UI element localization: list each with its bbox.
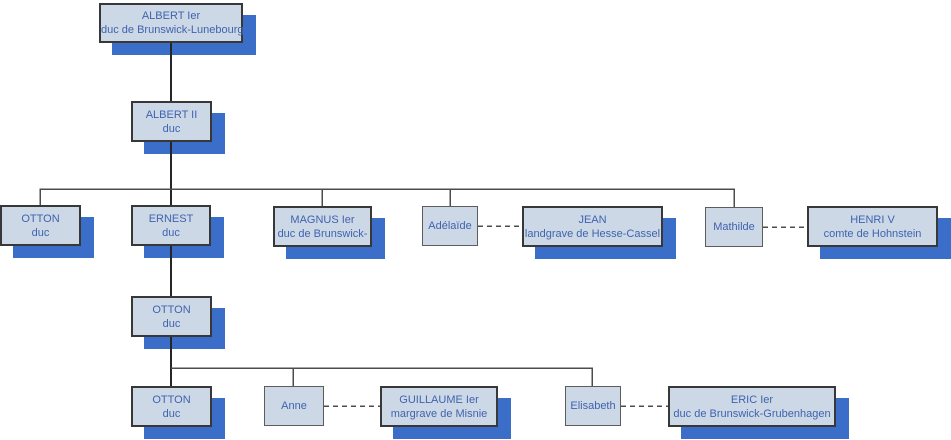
person-title: duc (162, 317, 181, 330)
person-name: OTTON (152, 393, 191, 406)
person-name: ERNEST (148, 212, 194, 225)
person-name: Mathilde (713, 221, 755, 233)
person-name: Elisabeth (570, 400, 616, 412)
person-name: Adélaïde (428, 220, 472, 232)
person-title: margrave de Misnie (390, 407, 488, 420)
person-name: ERIC Ier (730, 393, 774, 406)
node-elisabeth[interactable]: Elisabeth (565, 386, 621, 426)
person-title: duc (162, 122, 181, 135)
person-title: landgrave de Hesse-Cassel (524, 227, 661, 240)
person-title: comte de Hohnstein (823, 227, 922, 240)
person-name: OTTON (152, 303, 191, 316)
person-name: ALBERT II (145, 108, 198, 121)
node-albert-ier[interactable]: ALBERT Ier duc de Brunswick-Lunebourg (99, 3, 243, 43)
node-ernest[interactable]: ERNEST duc (131, 205, 211, 246)
node-henri-v[interactable]: HENRI V comte de Hohnstein (807, 206, 938, 247)
person-name: ALBERT Ier (141, 10, 201, 22)
person-name: HENRI V (850, 213, 895, 226)
person-title: duc de Brunswick-Lunebourg (101, 24, 244, 36)
person-title: duc (31, 226, 50, 239)
person-title: duc (162, 407, 181, 420)
node-guillaume-ier[interactable]: GUILLAUME Ier margrave de Misnie (380, 386, 498, 427)
person-name: JEAN (578, 213, 607, 226)
person-title: duc de Brunswick-Grubenhagen (673, 407, 831, 420)
person-name: MAGNUS Ier (290, 213, 355, 226)
node-anne[interactable]: Anne (264, 386, 324, 426)
node-otton-gen3[interactable]: OTTON duc (0, 205, 81, 246)
person-name: Anne (281, 400, 307, 412)
person-name: OTTON (21, 212, 60, 225)
node-jean[interactable]: JEAN landgrave de Hesse-Cassel (522, 206, 663, 247)
person-name: GUILLAUME Ier (399, 393, 479, 406)
node-albert-ii[interactable]: ALBERT II duc (131, 101, 212, 142)
person-title: duc de Brunswick- (277, 227, 368, 240)
node-mathilde[interactable]: Mathilde (705, 207, 763, 247)
person-title: duc (162, 226, 180, 239)
node-otton-gen5[interactable]: OTTON duc (131, 386, 212, 427)
node-magnus-ier[interactable]: MAGNUS Ier duc de Brunswick- (273, 206, 372, 247)
node-otton-gen4[interactable]: OTTON duc (131, 296, 212, 337)
node-eric-ier[interactable]: ERIC Ier duc de Brunswick-Grubenhagen (668, 386, 836, 427)
node-adelaide[interactable]: Adélaïde (422, 206, 478, 246)
